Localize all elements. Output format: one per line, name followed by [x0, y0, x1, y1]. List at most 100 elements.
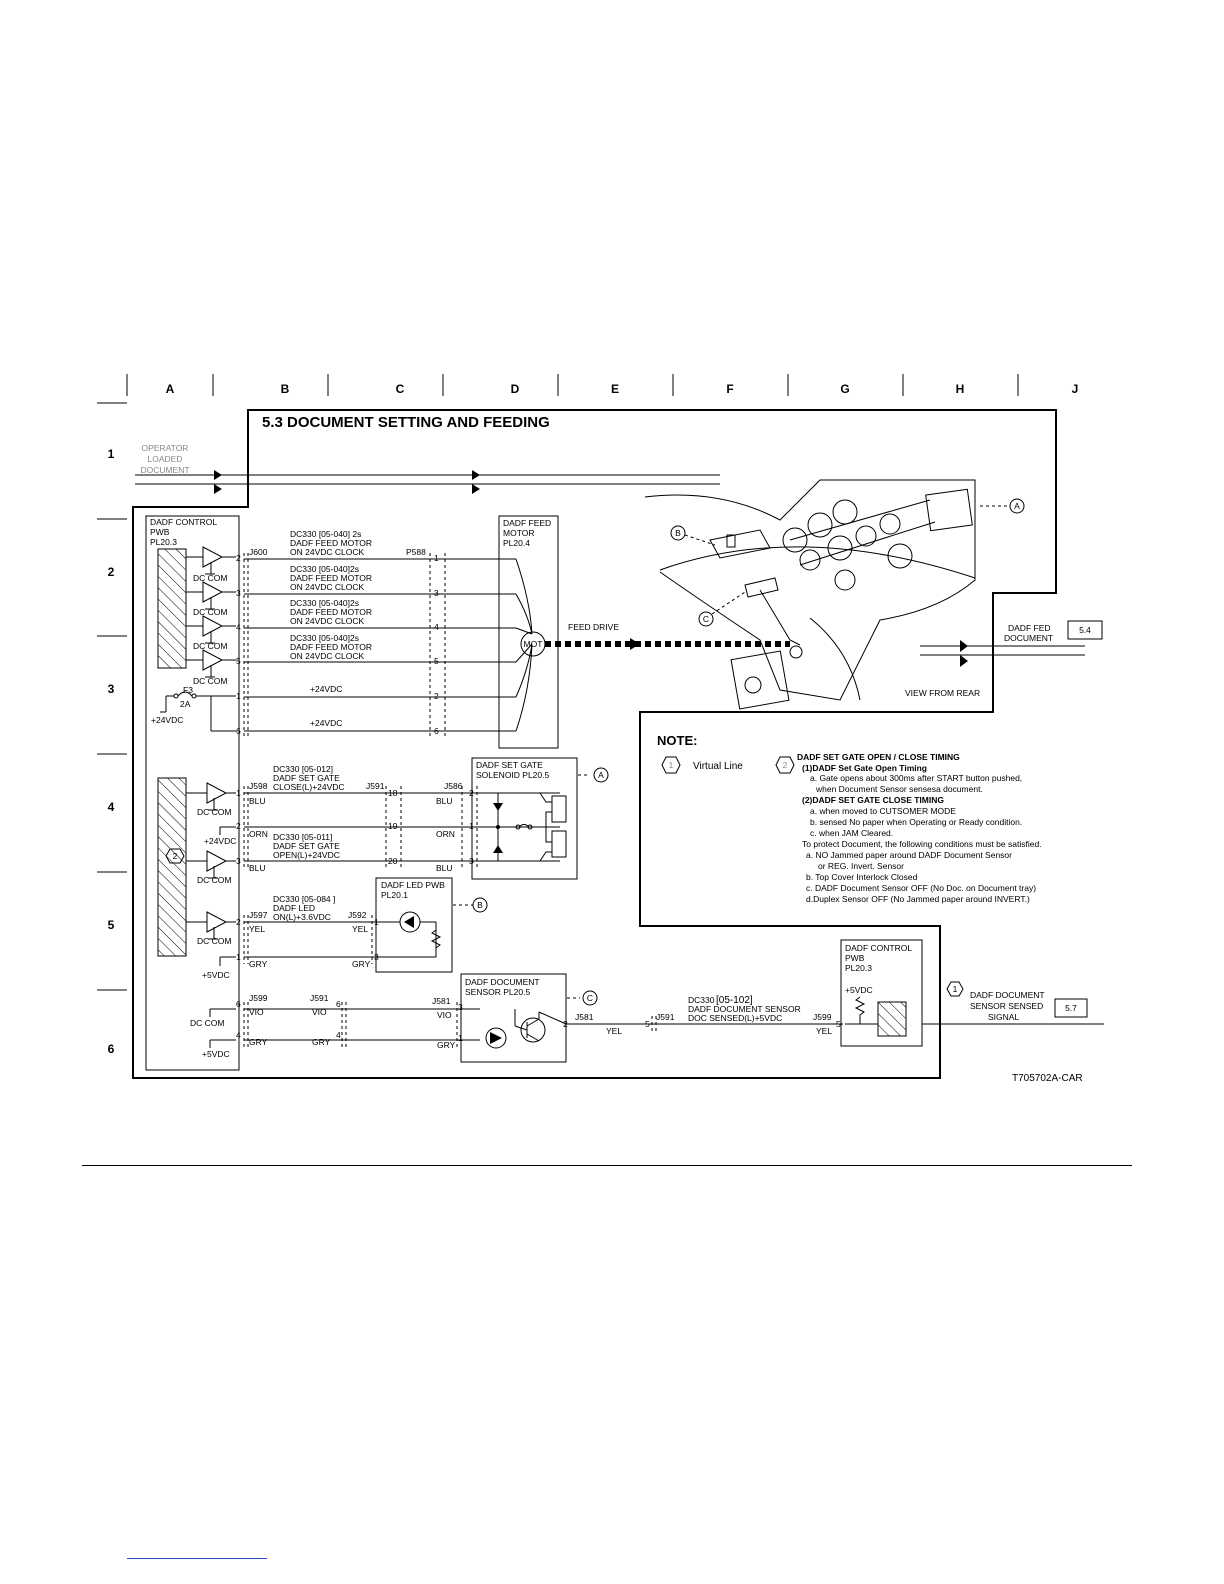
svg-text:SIGNAL: SIGNAL — [988, 1012, 1019, 1022]
svg-text:+24VDC: +24VDC — [204, 836, 236, 846]
svg-text:1: 1 — [434, 553, 439, 563]
column-label: J — [1072, 382, 1079, 396]
svg-text:DOC SENSED(L)+5VDC: DOC SENSED(L)+5VDC — [688, 1013, 782, 1023]
svg-text:To protect Document, the follo: To protect Document, the following condi… — [802, 839, 1042, 849]
svg-text:d.Duplex Sensor OFF (No Jammed: d.Duplex Sensor OFF (No Jammed paper aro… — [806, 894, 1030, 904]
callout-a-drawing: A — [980, 498, 1025, 514]
svg-text:PL20.3: PL20.3 — [845, 963, 872, 973]
column-label: E — [611, 382, 619, 396]
feed-motor-wiring: J600 P588 DC330 [05-040] 2s DADF FEED MO… — [236, 515, 790, 749]
svg-text:DC COM: DC COM — [197, 875, 231, 885]
svg-text:DADF SET GATE: DADF SET GATE — [273, 841, 340, 851]
svg-text:a. when moved to CUTSOMER MODE: a. when moved to CUTSOMER MODE — [810, 806, 956, 816]
svg-text:b. Top Cover Interlock Closed: b. Top Cover Interlock Closed — [806, 872, 918, 882]
svg-text:4: 4 — [336, 1030, 341, 1040]
svg-text:VIO: VIO — [312, 1007, 327, 1017]
svg-text:J598: J598 — [249, 781, 268, 791]
svg-text:a. Gate opens about 300ms afte: a. Gate opens about 300ms after START bu… — [810, 773, 1022, 783]
svg-text:ORN: ORN — [249, 829, 268, 839]
svg-text:BLU: BLU — [436, 863, 453, 873]
page-title: 5.3 DOCUMENT SETTING AND FEEDING — [262, 414, 550, 431]
svg-text:J591: J591 — [366, 781, 385, 791]
svg-text:DADF DOCUMENT: DADF DOCUMENT — [970, 990, 1045, 1000]
svg-text:A: A — [1014, 501, 1020, 511]
row-label: 3 — [108, 682, 115, 696]
svg-text:4: 4 — [236, 622, 241, 632]
svg-text:F3: F3 — [183, 685, 193, 695]
svg-text:2: 2 — [236, 821, 241, 831]
row-label: 4 — [108, 800, 115, 814]
svg-text:FEED DRIVE: FEED DRIVE — [568, 622, 619, 632]
svg-text:DADF LED PWB: DADF LED PWB — [381, 880, 445, 890]
svg-text:BLU: BLU — [249, 863, 266, 873]
svg-text:GRY: GRY — [249, 959, 268, 969]
diagram-border — [132, 409, 1057, 1079]
svg-text:OPEN(L)+24VDC: OPEN(L)+24VDC — [273, 850, 340, 860]
column-label: C — [396, 382, 405, 396]
svg-text:5.7: 5.7 — [1065, 1003, 1077, 1013]
svg-text:5: 5 — [236, 656, 241, 666]
svg-text:DADF FEED: DADF FEED — [503, 518, 551, 528]
row-label: 1 — [108, 447, 115, 461]
callout-2-marker: 2 — [173, 851, 178, 861]
svg-text:ON 24VDC CLOCK: ON 24VDC CLOCK — [290, 582, 364, 592]
figure-id: T705702A-CAR — [1012, 1073, 1083, 1084]
svg-text:PL20.3: PL20.3 — [150, 537, 177, 547]
svg-text:2: 2 — [563, 1019, 568, 1029]
svg-text:J592: J592 — [348, 910, 367, 920]
svg-text:1: 1 — [953, 984, 958, 994]
svg-text:3: 3 — [434, 588, 439, 598]
svg-text:PWB: PWB — [150, 527, 170, 537]
svg-text:4: 4 — [434, 622, 439, 632]
svg-text:DC330: DC330 — [688, 995, 715, 1005]
svg-text:1: 1 — [236, 788, 241, 798]
svg-text:B: B — [477, 900, 483, 910]
svg-text:DC COM: DC COM — [193, 641, 227, 651]
svg-text:DC330 [05-084 ]: DC330 [05-084 ] — [273, 894, 335, 904]
svg-text:19: 19 — [388, 821, 398, 831]
svg-text:5: 5 — [645, 1019, 650, 1029]
svg-text:DOCUMENT: DOCUMENT — [140, 465, 189, 475]
dadf-control-pwb-right: DADF CONTROL PWB PL20.3 +5VDC — [840, 939, 923, 1047]
svg-text:DADF SET GATE OPEN / CLOSE TIM: DADF SET GATE OPEN / CLOSE TIMING — [797, 752, 960, 762]
svg-text:SENSOR SENSED: SENSOR SENSED — [970, 1001, 1043, 1011]
svg-text:PL20.1: PL20.1 — [381, 890, 408, 900]
svg-text:GRY: GRY — [352, 959, 371, 969]
svg-text:ON 24VDC CLOCK: ON 24VDC CLOCK — [290, 616, 364, 626]
svg-text:+5VDC: +5VDC — [202, 1049, 230, 1059]
column-separators — [126, 374, 1019, 396]
svg-text:+24VDC: +24VDC — [151, 715, 183, 725]
svg-text:+24VDC: +24VDC — [310, 718, 342, 728]
sensor-sensed-signal: 1 DADF DOCUMENT SENSOR SENSED SIGNAL 5.7 — [922, 981, 1104, 1025]
svg-text:a. NO Jammed paper around DA: a. NO Jammed paper around DADF Document … — [806, 850, 1012, 860]
svg-text:C: C — [587, 993, 593, 1003]
svg-text:DC330 [05-040]2s: DC330 [05-040]2s — [290, 598, 359, 608]
svg-text:VIEW FROM REAR: VIEW FROM REAR — [905, 688, 980, 698]
svg-text:1: 1 — [236, 952, 241, 962]
svg-text:5.4: 5.4 — [1079, 625, 1091, 635]
svg-text:6: 6 — [236, 726, 241, 736]
svg-text:c. when JAM Cleared.: c. when JAM Cleared. — [810, 828, 893, 838]
svg-text:ON 24VDC CLOCK: ON 24VDC CLOCK — [290, 651, 364, 661]
svg-text:J591: J591 — [310, 993, 329, 1003]
svg-text:J599: J599 — [249, 993, 268, 1003]
svg-text:DC330 [05-040]2s: DC330 [05-040]2s — [290, 564, 359, 574]
svg-text:2: 2 — [236, 553, 241, 563]
svg-text:6: 6 — [236, 999, 241, 1009]
svg-text:GRY: GRY — [312, 1037, 331, 1047]
svg-text:J581: J581 — [575, 1012, 594, 1022]
svg-text:LOADED: LOADED — [148, 454, 183, 464]
led-wiring: DC330 [05-084 ] DADF LED ON(L)+3.6VDC J5… — [202, 877, 488, 980]
svg-text:DADF DOCUMENT: DADF DOCUMENT — [465, 977, 540, 987]
svg-text:5: 5 — [434, 656, 439, 666]
svg-text:+24VDC: +24VDC — [310, 684, 342, 694]
feed-mechanism-drawing: VIEW FROM REAR — [644, 479, 980, 710]
operator-loaded-document: OPERATOR LOADED DOCUMENT — [135, 443, 720, 494]
column-label: B — [281, 382, 290, 396]
footer-link-underline[interactable] — [127, 1558, 267, 1559]
fuse-f3: F3 2A +24VDC — [151, 685, 236, 732]
svg-text:DADF FEED MOTOR: DADF FEED MOTOR — [290, 538, 372, 548]
svg-text:VIO: VIO — [249, 1007, 264, 1017]
svg-text:ON(L)+3.6VDC: ON(L)+3.6VDC — [273, 912, 331, 922]
svg-text:2: 2 — [434, 691, 439, 701]
